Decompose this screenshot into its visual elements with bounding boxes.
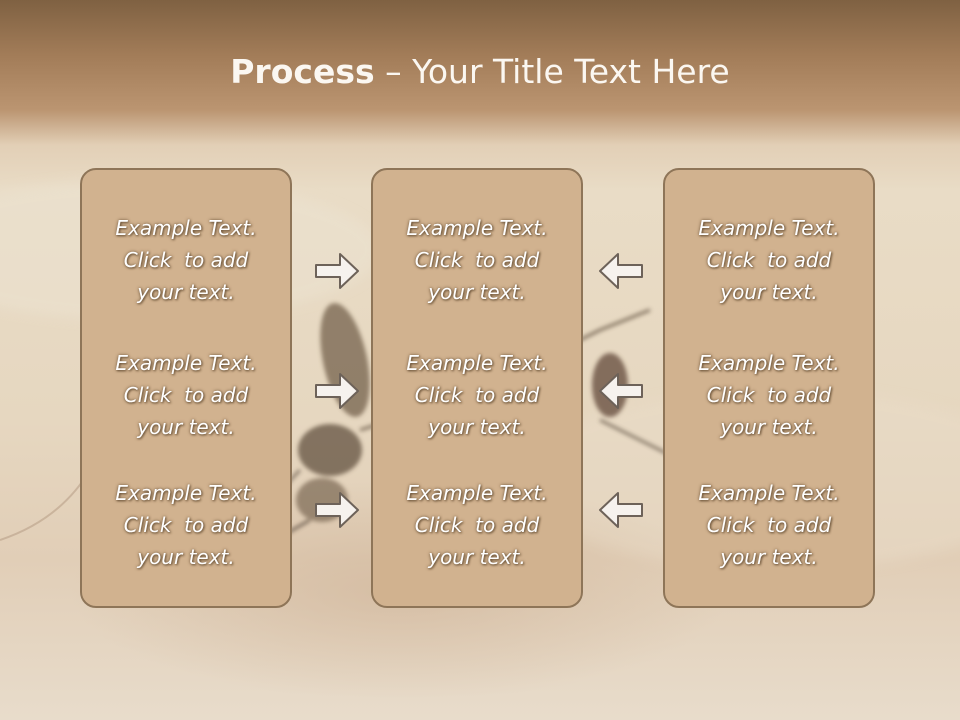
text-line: your text. <box>428 545 526 569</box>
text-placeholder[interactable]: Example Text. Click to add your text. <box>665 212 873 308</box>
text-line: Click to add <box>706 248 832 272</box>
text-line: your text. <box>720 280 818 304</box>
text-line: Example Text. <box>698 216 840 240</box>
text-line: Example Text. <box>406 481 548 505</box>
text-line: Example Text. <box>115 351 257 375</box>
text-placeholder[interactable]: Example Text. Click to add your text. <box>665 477 873 573</box>
process-box-center[interactable]: Example Text. Click to add your text. Ex… <box>371 168 583 608</box>
text-line: Example Text. <box>115 481 257 505</box>
arrow-left-icon <box>599 253 643 289</box>
text-line: your text. <box>428 415 526 439</box>
text-line: Example Text. <box>698 351 840 375</box>
text-line: your text. <box>720 545 818 569</box>
text-line: Click to add <box>414 248 540 272</box>
process-box-left[interactable]: Example Text. Click to add your text. Ex… <box>80 168 292 608</box>
text-line: your text. <box>137 415 235 439</box>
arrow-left-icon <box>599 492 643 528</box>
text-line: your text. <box>137 545 235 569</box>
text-line: Click to add <box>706 383 832 407</box>
text-placeholder[interactable]: Example Text. Click to add your text. <box>665 347 873 443</box>
text-placeholder[interactable]: Example Text. Click to add your text. <box>82 212 290 308</box>
title-rest: – Your Title Text Here <box>374 52 730 91</box>
text-placeholder[interactable]: Example Text. Click to add your text. <box>373 477 581 573</box>
text-line: your text. <box>720 415 818 439</box>
text-line: Click to add <box>414 383 540 407</box>
text-line: Click to add <box>414 513 540 537</box>
arrow-left-icon <box>599 373 643 409</box>
text-line: Click to add <box>123 383 249 407</box>
text-line: Click to add <box>123 248 249 272</box>
text-placeholder[interactable]: Example Text. Click to add your text. <box>82 477 290 573</box>
text-line: Click to add <box>706 513 832 537</box>
title-bold-part: Process <box>230 52 375 91</box>
text-line: Example Text. <box>406 216 548 240</box>
text-line: Example Text. <box>115 216 257 240</box>
text-line: Click to add <box>123 513 249 537</box>
text-placeholder[interactable]: Example Text. Click to add your text. <box>373 347 581 443</box>
slide-title[interactable]: Process – Your Title Text Here <box>0 52 960 91</box>
text-line: Example Text. <box>406 351 548 375</box>
process-box-right[interactable]: Example Text. Click to add your text. Ex… <box>663 168 875 608</box>
text-line: your text. <box>428 280 526 304</box>
text-line: Example Text. <box>698 481 840 505</box>
arrow-right-icon <box>315 253 359 289</box>
arrow-right-icon <box>315 492 359 528</box>
text-line: your text. <box>137 280 235 304</box>
text-placeholder[interactable]: Example Text. Click to add your text. <box>373 212 581 308</box>
arrow-right-icon <box>315 373 359 409</box>
text-placeholder[interactable]: Example Text. Click to add your text. <box>82 347 290 443</box>
